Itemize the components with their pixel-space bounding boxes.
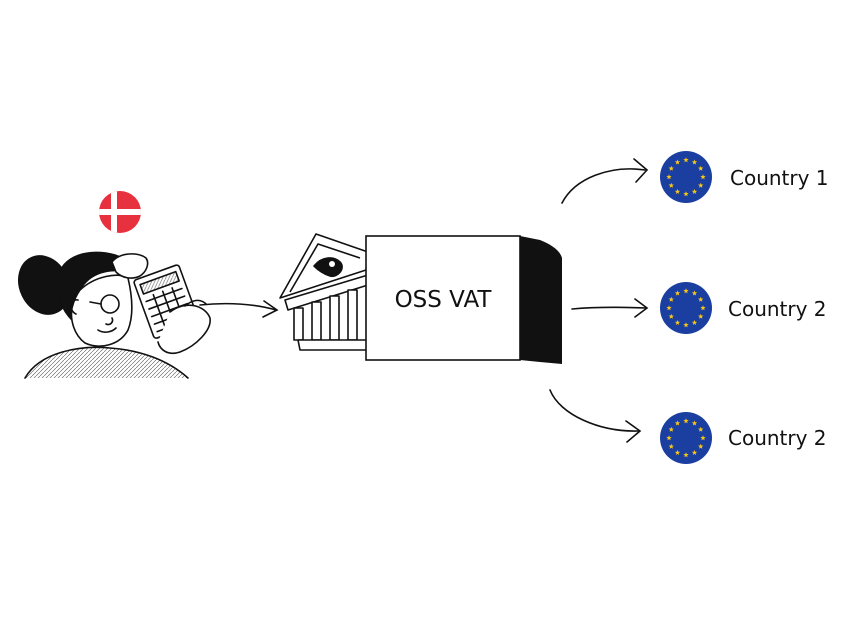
eu-flag-icon (660, 282, 712, 334)
eu-star-icon (674, 188, 681, 194)
eu-flag-icon (660, 412, 712, 464)
eu-star-icon (668, 165, 674, 171)
eu-star-icon (691, 290, 698, 296)
eu-star-icon (698, 182, 704, 188)
eu-star-icon (691, 420, 698, 426)
eu-star-icon (691, 188, 698, 194)
eu-star-icon (668, 182, 674, 188)
flow-arrow-country-1 (561, 158, 649, 204)
eu-star-icon (698, 443, 704, 449)
destination-label-2: Country 2 (728, 297, 827, 321)
eu-star-icon (683, 322, 689, 328)
eu-star-icon (698, 296, 704, 302)
eu-star-icon (700, 174, 706, 180)
eu-star-icon (683, 418, 689, 424)
eu-star-icon (698, 313, 704, 319)
flow-arrow-country-2 (571, 298, 649, 318)
eu-star-icon (683, 288, 689, 294)
eu-star-icon (698, 165, 704, 171)
eu-star-icon (674, 159, 681, 165)
eu-star-icon (674, 290, 681, 296)
eu-star-icon (700, 435, 706, 441)
eu-star-icon (668, 296, 674, 302)
denmark-flag-icon (99, 191, 141, 233)
eu-star-icon (666, 174, 672, 180)
eu-flag-icon (660, 151, 712, 203)
eu-star-icon (691, 319, 698, 325)
eu-star-icon (700, 305, 706, 311)
eu-star-icon (668, 426, 674, 432)
person-with-calculator-illustration (18, 251, 211, 379)
destination-label-3: Country 2 (728, 426, 827, 450)
eu-star-icon (683, 452, 689, 458)
oss-vat-label: OSS VAT (395, 287, 493, 313)
eu-star-icon (668, 443, 674, 449)
eu-star-icon (674, 449, 681, 455)
eu-star-icon (668, 313, 674, 319)
eu-star-icon (683, 191, 689, 197)
eu-star-icon (674, 319, 681, 325)
eu-star-icon (683, 157, 689, 163)
eu-star-icon (698, 426, 704, 432)
eu-star-icon (674, 420, 681, 426)
eu-star-icon (666, 435, 672, 441)
tax-authority-building-icon (279, 233, 369, 351)
eu-star-icon (691, 159, 698, 165)
oss-vat-box: OSS VAT (365, 235, 562, 364)
destination-label-1: Country 1 (730, 166, 829, 190)
eu-star-icon (691, 449, 698, 455)
flow-arrow-origin (199, 300, 279, 318)
eu-star-icon (666, 305, 672, 311)
flow-arrow-country-3 (549, 389, 642, 443)
